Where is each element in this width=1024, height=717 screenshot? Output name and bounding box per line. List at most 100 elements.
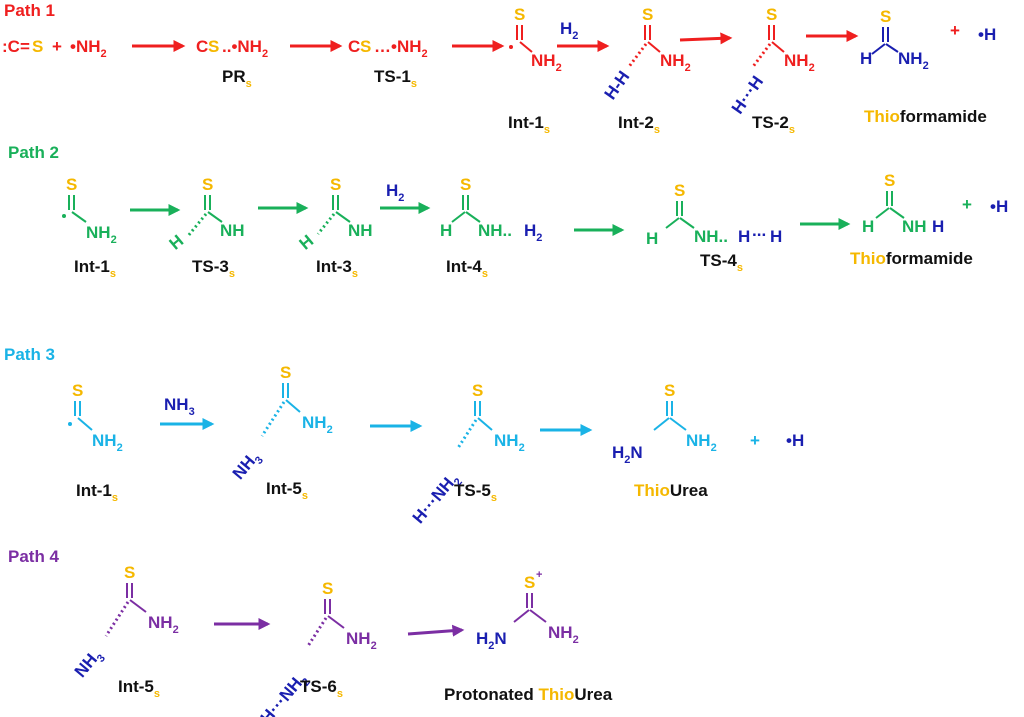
h-dot-molecule: H···H — [728, 72, 767, 117]
n-c-dotted — [306, 617, 328, 647]
int3-species: S H NH Int-3s — [296, 175, 373, 280]
protonated-thiourea-product: S + H2N NH2 Protonated ThioUrea — [444, 569, 613, 704]
ts1-species: C S …•NH2 TS-1s — [348, 37, 428, 90]
h-c-dotted — [626, 43, 648, 69]
int1-label: Int-1s — [74, 257, 116, 280]
nh2-radical: …•NH2 — [374, 37, 428, 60]
ts2-label: TS-2s — [752, 113, 795, 136]
path-4: Path 4 S NH2 NH3 Int-5s S NH2 H···NH2 TS… — [8, 547, 613, 717]
dots: ... — [752, 221, 766, 240]
int5-species: S NH2 NH3 Int-5s — [229, 363, 333, 502]
nh-group: NH — [902, 217, 927, 236]
h-radical: •H — [786, 431, 804, 450]
cn-bond — [477, 417, 493, 431]
h-atom-blue: H — [738, 227, 750, 246]
h-atom: H — [296, 231, 318, 253]
sulfur-atom: S — [280, 363, 291, 382]
carbon-atom: :C= — [2, 37, 30, 56]
reactant-cs: :C= S + •NH2 — [2, 37, 107, 60]
path-2-title: Path 2 — [8, 143, 59, 162]
cn-bond — [71, 211, 87, 223]
nh2-group: NH2 — [494, 431, 525, 454]
nh2-group: NH2 — [784, 51, 815, 74]
sulfur-atom: S — [884, 171, 895, 190]
int1-species: S NH2 Int-1s — [508, 5, 562, 136]
cn-bond — [647, 41, 661, 53]
sulfur-atom: S — [880, 7, 891, 26]
nh-group: NH — [348, 221, 373, 240]
ts5-label: TS-5s — [454, 481, 497, 504]
carbon-atom: C — [196, 37, 208, 56]
ts2-species: S NH2 H···H TS-2s — [728, 5, 815, 136]
plus-sign: + — [750, 431, 760, 450]
int1-species: S NH2 Int-1s — [68, 381, 123, 504]
path-4-title: Path 4 — [8, 547, 60, 566]
int1-label: Int-1s — [76, 481, 118, 504]
plus-sign: + — [962, 195, 972, 214]
n-c-dotted — [456, 419, 478, 449]
int5-label: Int-5s — [118, 677, 160, 700]
sulfur-atom: S — [202, 175, 213, 194]
nh2-group: NH2 — [660, 51, 691, 74]
sulfur-atom: S — [524, 573, 535, 592]
positive-charge: + — [536, 569, 542, 581]
cn-bond-left — [653, 417, 670, 431]
cn-bond — [327, 615, 345, 629]
h-atom-blue: H — [932, 217, 944, 236]
nh2-group: NH2 — [302, 413, 333, 436]
sulfur-atom: S — [124, 563, 135, 582]
h-c-dotted — [186, 213, 208, 237]
cn-bond-right — [529, 609, 547, 623]
cn-bond — [889, 207, 905, 219]
nh2-group: NH2 — [148, 613, 179, 636]
path-1-title: Path 1 — [4, 1, 55, 20]
h-atom: H — [860, 49, 872, 68]
cn-bond — [519, 41, 533, 53]
radical-dot — [62, 214, 66, 218]
n-c-dotted — [260, 401, 286, 437]
ch-bond — [875, 207, 890, 219]
sulfur-atom: S — [674, 181, 685, 200]
h-atom-blue-2: H — [770, 227, 782, 246]
ts5-species: S NH2 H···NH2 TS-5s — [409, 381, 525, 527]
nh2-group: NH2 — [531, 51, 562, 74]
path-3: Path 3 S NH2 Int-1s NH3 S NH2 NH3 Int-5s — [4, 345, 804, 527]
nh3-group: NH3 — [229, 447, 266, 485]
nh-group: NH.. — [694, 227, 728, 246]
sulfur-atom: S — [208, 37, 219, 56]
nh2-group: NH2 — [548, 623, 579, 646]
n-c-dotted — [104, 601, 130, 637]
ch-bond — [665, 217, 680, 229]
plus-sign: + — [52, 37, 62, 56]
carbon-atom: C — [348, 37, 360, 56]
int5-label: Int-5s — [266, 479, 308, 502]
sulfur-atom: S — [514, 5, 525, 24]
int1-label: Int-1s — [508, 113, 550, 136]
arrow-2 — [407, 624, 465, 637]
sulfur-atom: S — [664, 381, 675, 400]
sulfur-atom: S — [66, 175, 77, 194]
sulfur-atom: S — [766, 5, 777, 24]
int3-label: Int-3s — [316, 257, 358, 280]
radical-dot — [509, 45, 513, 49]
ts3-species: S H NH TS-3s — [166, 175, 245, 280]
nh2-radical: ..•NH2 — [222, 37, 268, 60]
cn-bond — [465, 211, 481, 223]
h-radical: •H — [978, 25, 996, 44]
h2-reagent: H2 — [560, 19, 578, 42]
sulfur-atom: S — [472, 381, 483, 400]
thiourea-product: S H2N NH2 ThioUrea — [612, 381, 717, 500]
cn-bond — [129, 599, 147, 613]
nh-group: NH.. — [478, 221, 512, 240]
path-3-title: Path 3 — [4, 345, 55, 364]
sulfur-atom: S — [32, 37, 43, 56]
int5-species: S NH2 NH3 Int-5s — [71, 563, 179, 700]
h-c-dotted — [316, 213, 336, 235]
cn-bond-right — [669, 417, 687, 431]
int1-species: S NH2 Int-1s — [62, 175, 117, 280]
arrow-5 — [679, 32, 733, 45]
nh2-group: NH2 — [686, 431, 717, 454]
sulfur-atom: S — [642, 5, 653, 24]
ts4-species: S H NH.. H ... H TS-4s — [646, 181, 782, 274]
int2-label: Int-2s — [618, 113, 660, 136]
